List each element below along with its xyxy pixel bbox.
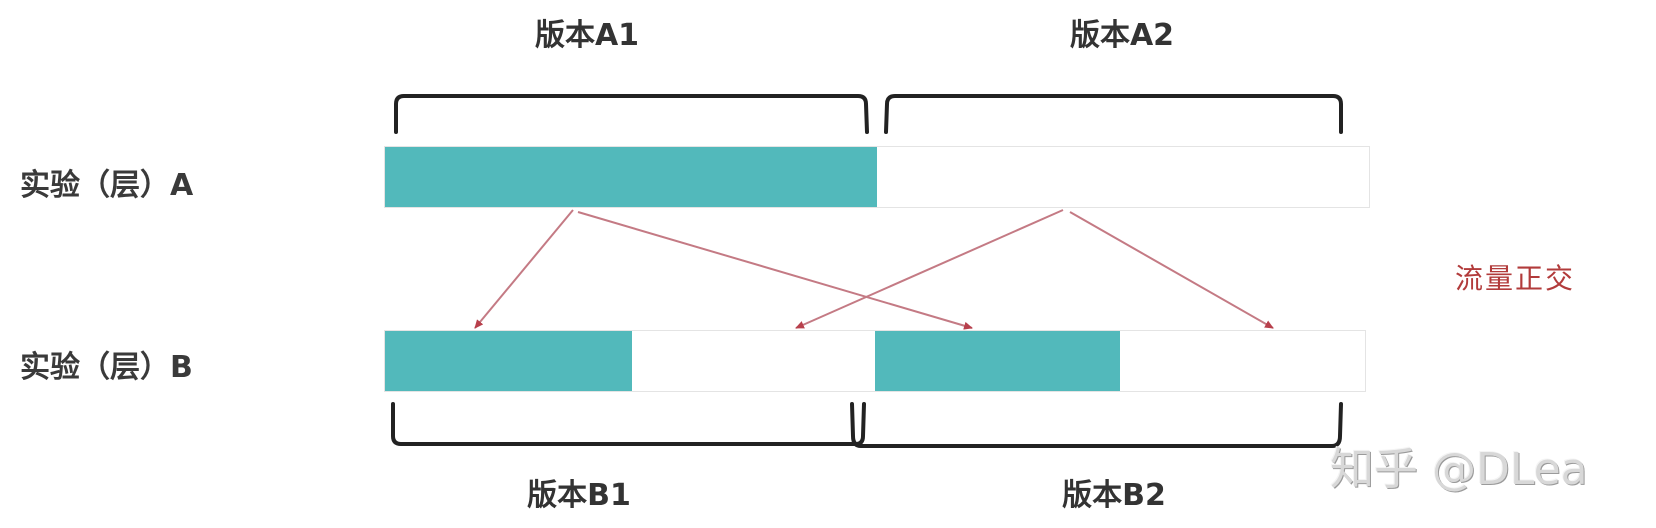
version-b2-label: 版本B2 [1062, 478, 1166, 513]
version-b1-label: 版本B1 [527, 478, 631, 513]
layer-a-label: 实验（层）A [20, 168, 194, 203]
arrow-a2-to-b2 [1069, 211, 1274, 329]
arrow-a2-to-b1 [795, 209, 1064, 329]
layer-b-b2-fill [875, 331, 1120, 391]
layer-a-version-a1-fill [385, 147, 877, 207]
bracket-a1 [394, 94, 869, 134]
bracket-b2 [850, 402, 1343, 448]
bracket-b1 [391, 402, 866, 446]
layer-b-bar [384, 330, 1366, 392]
arrow-a1-to-b2 [577, 211, 973, 330]
version-a2-label: 版本A2 [1069, 18, 1175, 53]
layer-a-bar [384, 146, 1370, 208]
layer-b-b1-fill [385, 331, 632, 391]
arrow-a1-to-b1 [474, 209, 574, 329]
version-a1-label: 版本A1 [534, 18, 640, 53]
orthogonal-traffic-annotation: 流量正交 [1455, 262, 1576, 295]
bracket-a2 [884, 94, 1343, 134]
layer-b-label: 实验（层）B [20, 350, 193, 385]
watermark: 知乎 @DLea [1330, 444, 1588, 495]
